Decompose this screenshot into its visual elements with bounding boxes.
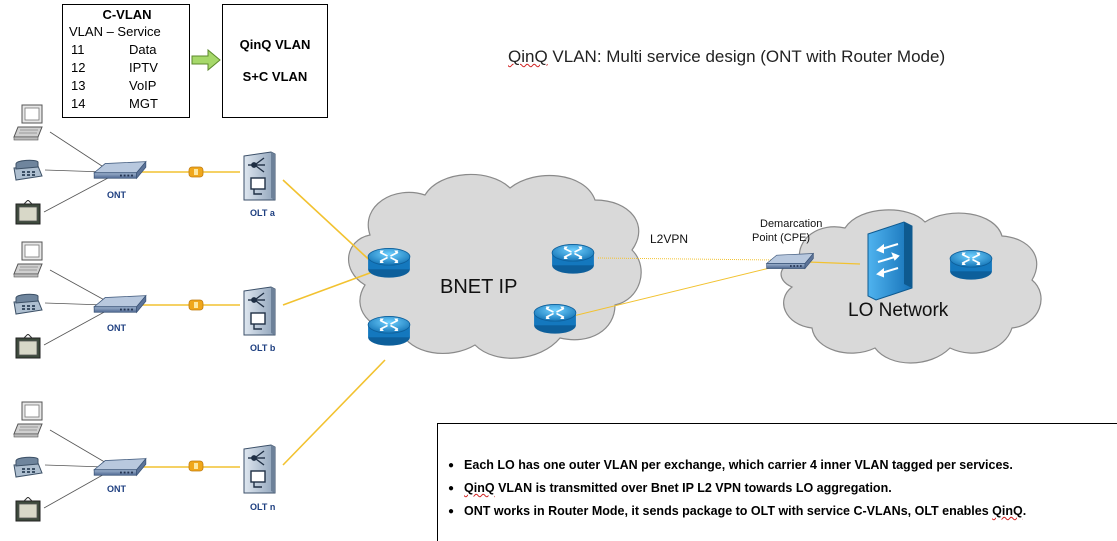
title-prefix: QinQ xyxy=(508,47,548,66)
ont-icon xyxy=(93,161,147,179)
vlan-id: 12 xyxy=(71,60,86,75)
olt-icon xyxy=(243,286,276,336)
olt-icon xyxy=(243,151,276,201)
cvlan-subtitle: VLAN – Service xyxy=(69,24,161,39)
ont-icon xyxy=(93,458,147,476)
note-prefix: QinQ xyxy=(464,481,495,495)
phone-icon xyxy=(13,456,43,478)
splitter-icon xyxy=(188,299,204,311)
tv-line-2 xyxy=(43,309,109,346)
router-icon xyxy=(949,249,993,281)
l2vpn-link-2 xyxy=(564,265,779,319)
vlan-service: Data xyxy=(129,42,157,57)
demarcation-label-line1: Demarcation xyxy=(760,218,823,230)
olt-b-label: OLT b xyxy=(250,343,276,353)
olt-n-label: OLT n xyxy=(250,502,276,512)
pc-icon xyxy=(13,401,43,438)
note-item: ONT works in Router Mode, it sends packa… xyxy=(448,504,1026,518)
pc-line-2 xyxy=(49,269,109,303)
bnet-ip-label: BNET IP xyxy=(440,276,518,298)
uplink-olt-b xyxy=(282,269,379,306)
ont-label: ONT xyxy=(107,190,126,200)
switch-icon xyxy=(867,221,913,301)
tv-line-1 xyxy=(43,177,109,213)
vlan-id: 13 xyxy=(71,78,86,93)
phone-line-3 xyxy=(44,464,106,468)
tv-icon xyxy=(15,200,41,225)
olt-a-label: OLT a xyxy=(250,208,275,218)
phone-icon xyxy=(13,159,43,181)
router-icon xyxy=(367,247,411,279)
notes-box: Each LO has one outer VLAN per exchange,… xyxy=(437,423,1117,541)
l2vpn-link-1 xyxy=(597,257,776,261)
cvlan-title: C-VLAN xyxy=(102,7,152,22)
note-text: ONT works in Router Mode, it sends packa… xyxy=(464,504,993,518)
router-icon xyxy=(533,303,577,335)
note-item: QinQ VLAN is transmitted over Bnet IP L2… xyxy=(448,481,892,495)
vlan-service: IPTV xyxy=(129,60,158,75)
pc-line-3 xyxy=(49,429,109,465)
pc-line-1 xyxy=(49,131,109,171)
diagram-title: QinQ VLAN: Multi service design (ONT wit… xyxy=(508,47,945,67)
title-rest: VLAN: Multi service design (ONT with Rou… xyxy=(547,47,946,66)
note-text: Each LO has one outer VLAN per exchange,… xyxy=(464,458,1013,472)
router-icon xyxy=(367,315,411,347)
cvlan-table: C-VLAN VLAN – Service 11 Data 12 IPTV 13… xyxy=(62,4,190,118)
qinq-box-line2: S+C VLAN xyxy=(242,69,308,84)
qinq-box-line1: QinQ VLAN xyxy=(239,37,311,52)
arrow-icon xyxy=(191,48,221,72)
splitter-icon xyxy=(188,460,204,472)
note-end: . xyxy=(1022,504,1027,518)
tv-icon xyxy=(15,497,41,522)
ont-label: ONT xyxy=(107,484,126,494)
cpe-to-switch xyxy=(807,261,861,265)
demarcation-label-line2: Point (CPE) xyxy=(752,232,811,244)
tv-line-3 xyxy=(43,471,109,509)
vlan-service: MGT xyxy=(129,96,158,111)
cpe-device-icon xyxy=(766,253,814,269)
pc-icon xyxy=(13,241,43,278)
splitter-icon xyxy=(188,166,204,178)
qinq-box: QinQ VLAN S+C VLAN xyxy=(222,4,328,118)
phone-line-2 xyxy=(44,302,106,306)
phone-icon xyxy=(13,293,43,315)
router-icon xyxy=(551,243,595,275)
vlan-id: 14 xyxy=(71,96,86,111)
pc-icon xyxy=(13,104,43,141)
uplink-olt-n xyxy=(282,359,386,466)
tv-icon xyxy=(15,334,41,359)
note-item: Each LO has one outer VLAN per exchange,… xyxy=(448,458,1013,472)
uplink-olt-a xyxy=(282,179,379,269)
note-suffix: QinQ xyxy=(992,504,1023,518)
ont-label: ONT xyxy=(107,323,126,333)
vlan-service: VoIP xyxy=(129,78,157,93)
vlan-id: 11 xyxy=(71,42,85,57)
note-text: VLAN is transmitted over Bnet IP L2 VPN … xyxy=(494,481,892,495)
lo-network-label: LO Network xyxy=(848,300,949,321)
l2vpn-label: L2VPN xyxy=(650,232,689,246)
olt-icon xyxy=(243,444,276,494)
